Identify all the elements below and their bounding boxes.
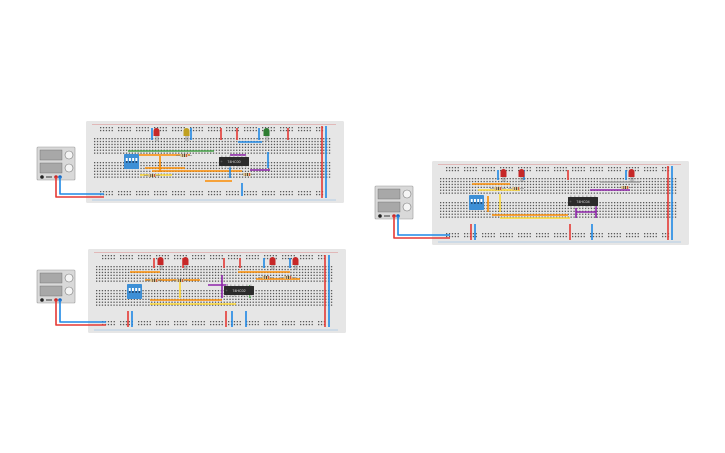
- display-voltage: [39, 149, 63, 161]
- terminal-label-plate: [384, 215, 390, 217]
- wire-supply-red[interactable]: [55, 300, 106, 326]
- terminal-label-plate: [46, 176, 52, 178]
- led-icon[interactable]: [183, 128, 190, 141]
- power-supply-icon[interactable]: [36, 269, 76, 304]
- resistor-icon[interactable]: [239, 173, 255, 176]
- terminal-label-plate: [46, 299, 52, 301]
- supply-wires-right: [393, 216, 450, 239]
- resistor-icon[interactable]: [258, 276, 274, 279]
- resistor-icon[interactable]: [280, 276, 296, 279]
- ic-chip-icon[interactable]: 74HC02: [224, 284, 254, 297]
- resistor-icon[interactable]: [176, 154, 192, 157]
- current-knob-icon[interactable]: [64, 163, 74, 173]
- dip-switch-icon[interactable]: [124, 154, 139, 169]
- terminal-ground[interactable]: [378, 214, 382, 218]
- breadboard-right[interactable]: 74HC04: [432, 161, 689, 245]
- terminal-ground[interactable]: [40, 298, 44, 302]
- terminal-ground[interactable]: [40, 175, 44, 179]
- wire-supply-red[interactable]: [393, 216, 450, 239]
- led-icon[interactable]: [500, 169, 507, 182]
- breadboard-top-left[interactable]: 74HC00: [86, 121, 344, 203]
- voltage-knob-icon[interactable]: [402, 189, 412, 199]
- led-icon[interactable]: [292, 257, 299, 270]
- display-current: [39, 285, 63, 297]
- chip-label: 74HC00: [227, 160, 240, 164]
- led-icon[interactable]: [628, 169, 635, 182]
- wire-supply-blue[interactable]: [59, 177, 104, 195]
- led-icon[interactable]: [518, 169, 525, 182]
- chip-label: 74HC04: [576, 200, 589, 204]
- display-voltage: [39, 272, 63, 284]
- breadboard-body: [86, 121, 344, 203]
- breadboard-body: [88, 249, 346, 333]
- ic-chip-icon[interactable]: 74HC00: [219, 155, 249, 168]
- wire-supply-blue[interactable]: [59, 300, 106, 323]
- led-icon[interactable]: [157, 257, 164, 270]
- resistor-icon[interactable]: [172, 279, 188, 282]
- breadboard-bottom-left[interactable]: 74HC02: [88, 249, 346, 333]
- led-icon[interactable]: [269, 257, 276, 270]
- dip-switch-icon[interactable]: [127, 284, 142, 299]
- voltage-knob-icon[interactable]: [64, 273, 74, 283]
- power-supply-icon[interactable]: [374, 185, 414, 220]
- ic-chip-icon[interactable]: 74HC04: [568, 195, 598, 208]
- display-current: [377, 201, 401, 213]
- wire-supply-blue[interactable]: [397, 216, 450, 236]
- display-voltage: [377, 188, 401, 200]
- supply-wires-bottom-left: [55, 300, 106, 326]
- voltage-knob-icon[interactable]: [64, 150, 74, 160]
- supply-wires-top-left: [55, 177, 104, 198]
- display-current: [39, 162, 63, 174]
- chip-label: 74HC02: [232, 289, 245, 293]
- wire-supply-red[interactable]: [55, 177, 104, 198]
- resistor-icon[interactable]: [508, 187, 524, 190]
- current-knob-icon[interactable]: [64, 286, 74, 296]
- led-icon[interactable]: [263, 128, 270, 141]
- resistor-icon[interactable]: [490, 187, 506, 190]
- dip-switch-icon[interactable]: [469, 195, 484, 210]
- resistor-icon[interactable]: [146, 279, 162, 282]
- led-icon[interactable]: [153, 128, 160, 141]
- power-supply-icon[interactable]: [36, 146, 76, 181]
- led-icon[interactable]: [182, 257, 189, 270]
- current-knob-icon[interactable]: [402, 202, 412, 212]
- resistor-icon[interactable]: [144, 174, 160, 177]
- resistor-icon[interactable]: [617, 186, 633, 189]
